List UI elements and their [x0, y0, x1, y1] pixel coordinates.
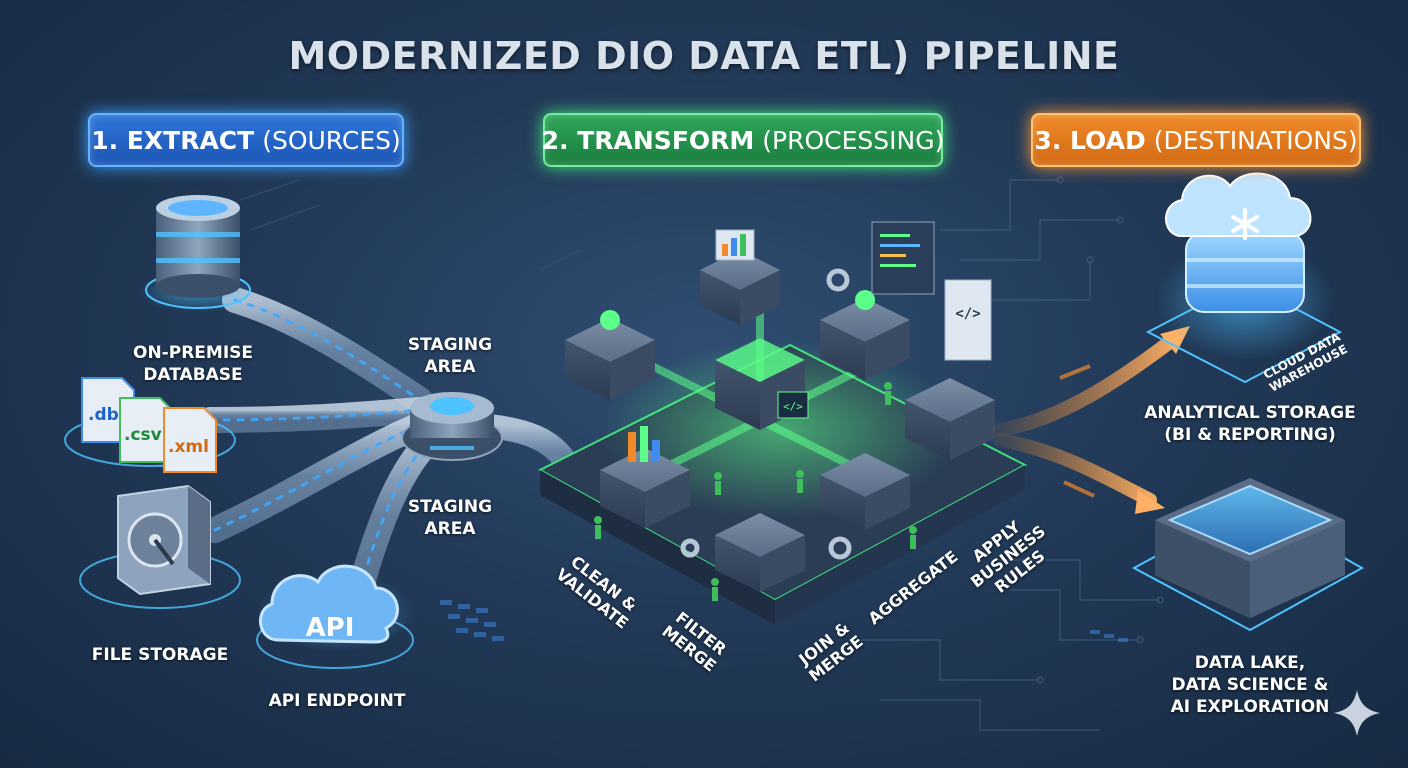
processing-block-left [565, 310, 655, 400]
analytical-storage-label: ANALYTICAL STORAGE (BI & REPORTING) [1140, 402, 1360, 446]
stage-load-badge: 3. LOAD (DESTINATIONS) [1031, 113, 1361, 167]
stage-extract-number: 1. EXTRACT [91, 125, 255, 155]
code-panel-icon: </> [871, 221, 992, 361]
worker-figures [594, 382, 917, 601]
data-lake-icon [1131, 478, 1365, 632]
hard-drive-icon [79, 484, 241, 609]
processing-block-bottom-left [600, 426, 690, 528]
processing-block-top [700, 229, 780, 325]
processing-block-center: </> [715, 338, 809, 430]
api-cloud-icon: API [255, 564, 415, 669]
database-label-line2: DATABASE [143, 365, 243, 385]
circuit-lines-decor [239, 176, 1164, 731]
api-cloud-label: API [306, 613, 355, 643]
analytical-line2: (BI & REPORTING) [1164, 425, 1336, 445]
database-icon [140, 195, 256, 312]
file-storage-label: FILE STORAGE [91, 645, 229, 665]
data-lake-label: DATA LAKE, DATA SCIENCE & AI EXPLORATION [1150, 652, 1350, 718]
stage-extract-badge: 1. EXTRACT (SOURCES) [88, 113, 404, 167]
load-arrows [993, 326, 1190, 514]
staging-area-top-label: STAGING AREA [400, 334, 500, 378]
stage-load-sub: (DESTINATIONS) [1153, 125, 1358, 155]
stage-transform-number: 2. TRANSFORM [541, 125, 755, 155]
api-endpoint-label: API ENDPOINT [268, 691, 406, 711]
cloud-warehouse-icon [1145, 172, 1343, 384]
sparkle-icon [1334, 690, 1380, 736]
floor-grid-decor [440, 600, 1128, 642]
file-icons: .db .csv .xml [64, 377, 236, 473]
staging-bottom-line1: STAGING [407, 497, 493, 517]
staging-top-line1: STAGING [407, 335, 493, 355]
staging-hub-icon [401, 392, 503, 461]
staging-top-line2: AREA [424, 357, 476, 377]
processing-platform-icon: </> [537, 221, 1028, 625]
processing-block-far-right [905, 378, 995, 460]
processing-block-bottom-mid [715, 513, 805, 592]
page-title: MODERNIZED DIO DATA ETL) PIPELINE [288, 34, 1120, 78]
database-label-line1: ON-PREMISE [133, 343, 253, 363]
stage-load-number: 3. LOAD [1034, 125, 1146, 155]
snowflake-icon [1231, 208, 1259, 240]
xml-file-label: .xml [168, 437, 209, 457]
stage-extract-sub: (SOURCES) [262, 125, 401, 155]
database-label: ON-PREMISE DATABASE [118, 342, 268, 386]
lake-line2: DATA SCIENCE & [1171, 675, 1329, 695]
processing-block-right [820, 290, 910, 380]
staging-area-bottom-label: STAGING AREA [400, 496, 500, 540]
stage-transform-badge: 2. TRANSFORM (PROCESSING) [541, 113, 945, 167]
csv-file-label: .csv [124, 425, 162, 445]
svg-text:</>: </> [955, 306, 980, 322]
xml-file-icon: .xml [163, 407, 217, 473]
processing-block-bottom-right [820, 453, 910, 530]
stage-transform-sub: (PROCESSING) [762, 125, 945, 155]
gear-icon [680, 268, 852, 560]
db-file-label: .db [88, 405, 119, 425]
staging-bottom-line2: AREA [424, 519, 476, 539]
lake-line1: DATA LAKE, [1194, 653, 1306, 673]
lake-line3: AI EXPLORATION [1170, 697, 1330, 717]
analytical-line1: ANALYTICAL STORAGE [1144, 403, 1356, 423]
svg-text:</>: </> [783, 400, 803, 413]
csv-file-icon: .csv [119, 397, 173, 463]
